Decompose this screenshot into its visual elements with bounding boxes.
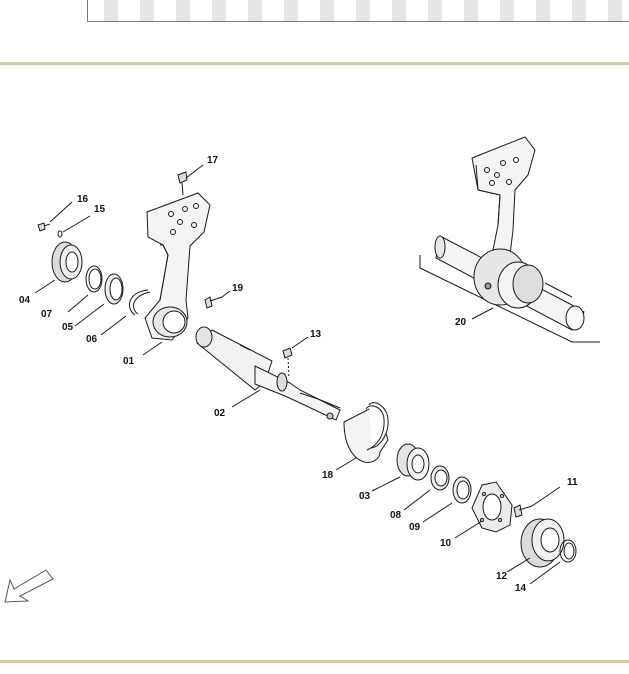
part-ring-08 — [430, 465, 450, 491]
part-arm-01 — [144, 192, 211, 341]
callout-09: 09 — [409, 522, 421, 533]
part-ring-07 — [85, 265, 103, 293]
callout-06: 06 — [86, 334, 98, 345]
callout-03: 03 — [359, 491, 371, 502]
callout-07: 07 — [41, 309, 53, 320]
part-ring-09 — [452, 476, 472, 504]
assembly-inset — [419, 136, 600, 343]
callout-02: 02 — [214, 408, 226, 419]
part-clip-06 — [128, 289, 151, 316]
callout-19: 19 — [232, 283, 244, 294]
part-key-13 — [282, 347, 293, 379]
callout-11: 11 — [567, 477, 578, 488]
table-cell — [284, 0, 298, 21]
callout-12: 12 — [496, 571, 508, 582]
part-screw-17 — [177, 171, 188, 196]
table-cell — [212, 0, 226, 21]
callout-10: 10 — [440, 538, 452, 549]
callout-13: 13 — [310, 329, 322, 340]
table-cell — [464, 0, 478, 21]
part-screw-19 — [204, 296, 223, 309]
part-screw-16 — [37, 222, 51, 232]
callout-04: 04 — [19, 295, 31, 306]
part-shaft-02 — [195, 326, 341, 421]
callout-14: 14 — [515, 583, 527, 594]
callout-05: 05 — [62, 322, 74, 333]
table-cell — [104, 0, 118, 21]
part-bearing-03 — [396, 443, 430, 481]
table-cell — [356, 0, 370, 21]
table-cell — [140, 0, 154, 21]
callout-16: 16 — [77, 194, 89, 205]
table-cell — [428, 0, 442, 21]
section-divider-top — [0, 62, 629, 65]
part-ring-05 — [104, 273, 124, 305]
table-cell — [500, 0, 514, 21]
part-flange-10 — [471, 481, 513, 533]
table-cell — [536, 0, 550, 21]
table-cell — [608, 0, 622, 21]
callout-18: 18 — [322, 470, 334, 481]
arrow-down-left-icon — [4, 569, 54, 603]
table-cell — [572, 0, 586, 21]
part-screw-11 — [513, 504, 533, 518]
table-cell — [176, 0, 190, 21]
part-cover-18 — [343, 402, 389, 463]
callout-20: 20 — [455, 317, 467, 328]
table-cell — [248, 0, 262, 21]
table-cell — [392, 0, 406, 21]
part-seal-04 — [51, 241, 83, 283]
part-seal-12 — [520, 518, 565, 568]
section-divider-bottom — [0, 660, 629, 663]
callout-08: 08 — [390, 510, 402, 521]
part-washer-15 — [57, 230, 63, 238]
table-cell — [320, 0, 334, 21]
callout-01: 01 — [123, 356, 135, 367]
callout-15: 15 — [94, 204, 106, 215]
callout-17: 17 — [207, 155, 219, 166]
part-clip-14 — [559, 539, 577, 563]
parts-table-strip — [87, 0, 629, 22]
